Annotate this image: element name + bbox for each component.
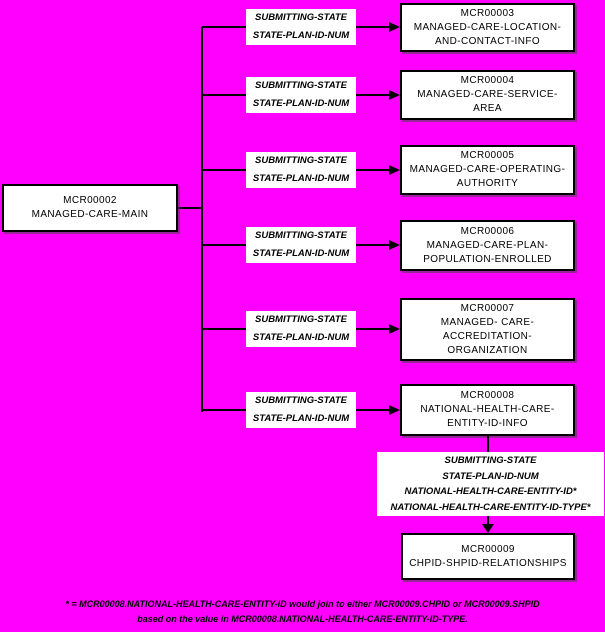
entity-name: CHPID-SHPID-RELATIONSHIPS bbox=[409, 557, 567, 569]
connector-mcr00008-to-label bbox=[487, 436, 489, 452]
entity-box-mcr00003: MCR00003 MANAGED-CARE-LOCATION- AND-CONT… bbox=[400, 3, 575, 52]
connector-trunk bbox=[201, 27, 203, 412]
relationship-label: SUBMITTING-STATE STATE-PLAN-ID-NUM bbox=[246, 311, 356, 347]
entity-name: MANAGED-CARE-PLAN- POPULATION-ENROLLED bbox=[423, 239, 552, 265]
arrowhead-icon bbox=[389, 165, 400, 175]
arrowhead-icon bbox=[389, 240, 400, 250]
relationship-label: SUBMITTING-STATE STATE-PLAN-ID-NUM bbox=[246, 77, 356, 113]
relationship-label: SUBMITTING-STATE STATE-PLAN-ID-NUM bbox=[246, 152, 356, 188]
entity-name: MANAGED-CARE-LOCATION- AND-CONTACT-INFO bbox=[413, 21, 562, 47]
entity-box-mcr00005: MCR00005 MANAGED-CARE-OPERATING- AUTHORI… bbox=[400, 145, 575, 195]
connector-main-to-trunk bbox=[178, 207, 202, 209]
arrowhead-icon bbox=[389, 405, 400, 415]
relationship-label: SUBMITTING-STATE STATE-PLAN-ID-NUM bbox=[246, 392, 356, 428]
relationship-label: SUBMITTING-STATE STATE-PLAN-ID-NUM bbox=[246, 227, 356, 263]
connector-label-to-mcr00009 bbox=[487, 516, 489, 526]
entity-id: MCR00004 bbox=[460, 75, 515, 86]
arrowhead-icon bbox=[389, 22, 400, 32]
arrowhead-icon bbox=[389, 90, 400, 100]
entity-box-mcr00007: MCR00007 MANAGED- CARE- ACCREDITATION- O… bbox=[400, 298, 575, 361]
entity-id: MCR00006 bbox=[460, 225, 515, 237]
entity-box-mcr00009: MCR00009 CHPID-SHPID-RELATIONSHIPS bbox=[401, 533, 575, 580]
entity-box-mcr00002: MCR00002 MANAGED-CARE-MAIN bbox=[2, 184, 178, 232]
entity-id: MCR00005 bbox=[460, 150, 515, 161]
entity-name: MANAGED-CARE-SERVICE- AREA bbox=[417, 89, 558, 114]
entity-id: MCR00007 bbox=[460, 302, 515, 314]
entity-name: NATIONAL-HEALTH-CARE- ENTITY-ID-INFO bbox=[420, 404, 555, 429]
arrowhead-icon bbox=[389, 324, 400, 334]
footnote: * = MCR00008.NATIONAL-HEALTH-CARE-ENTITY… bbox=[65, 599, 540, 624]
entity-box-mcr00006: MCR00006 MANAGED-CARE-PLAN- POPULATION-E… bbox=[400, 220, 575, 271]
entity-name: MANAGED- CARE- ACCREDITATION- ORGANIZATI… bbox=[440, 316, 535, 356]
relationship-label: SUBMITTING-STATE STATE-PLAN-ID-NUM bbox=[246, 9, 356, 45]
entity-name: MANAGED-CARE-OPERATING- AUTHORITY bbox=[409, 164, 566, 189]
entity-box-mcr00004: MCR00004 MANAGED-CARE-SERVICE- AREA bbox=[400, 70, 575, 120]
entity-name: MANAGED-CARE-MAIN bbox=[31, 209, 149, 220]
entity-id: MCR00002 bbox=[63, 195, 117, 206]
arrowhead-down-icon bbox=[482, 524, 494, 533]
entity-id: MCR00009 bbox=[461, 543, 515, 555]
relationship-label-block: SUBMITTING-STATE STATE-PLAN-ID-NUM NATIO… bbox=[377, 452, 604, 516]
entity-id: MCR00003 bbox=[460, 7, 515, 19]
entity-id: MCR00008 bbox=[460, 390, 515, 401]
entity-box-mcr00008: MCR00008 NATIONAL-HEALTH-CARE- ENTITY-ID… bbox=[400, 384, 575, 436]
